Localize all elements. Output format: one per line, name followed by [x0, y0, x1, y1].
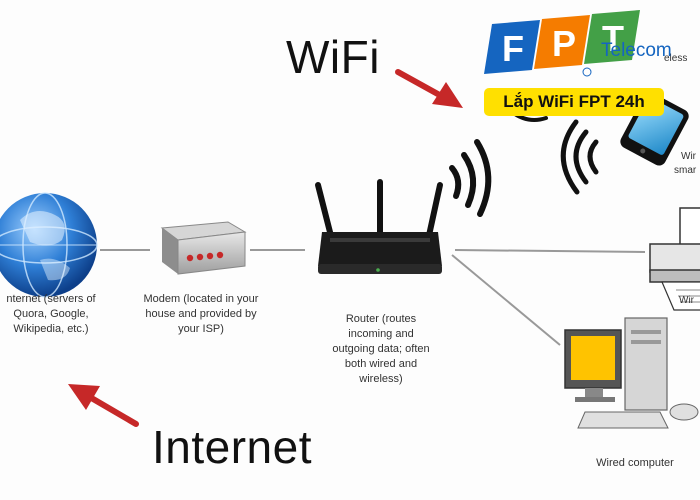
router-caption: Router (routes incoming and outgoing dat… — [332, 313, 430, 385]
telecom-label: Telecom — [601, 40, 672, 61]
printer-caption-partial: Wir — [679, 295, 694, 306]
logo-letter-p: P — [552, 23, 576, 64]
router-wifi-signal-icon — [449, 139, 492, 217]
wifi-arrow-icon — [395, 69, 463, 108]
wireless-caption-partial: eless — [664, 53, 688, 64]
wired-computer-caption: Wired computer — [596, 457, 674, 469]
printer-icon — [649, 207, 700, 311]
wired-computer-icon — [564, 317, 699, 429]
smartphone-caption-line1: Wir — [681, 151, 696, 162]
router-icon — [315, 179, 443, 274]
connector-lines — [100, 249, 646, 346]
internet-globe-icon — [0, 192, 98, 298]
modem-icon — [160, 221, 247, 275]
modem-caption: Modem (located in your house and provide… — [143, 293, 259, 335]
logo-letter-f: F — [502, 28, 524, 69]
smartphone-caption-line2: smar — [674, 165, 697, 176]
logo-letter-t: T — [602, 18, 624, 59]
fpt-logo: F P T — [484, 10, 640, 77]
install-wifi-badge: Lắp WiFi FPT 24h — [484, 88, 664, 116]
internet-caption: nternet (servers of Quora, Google, Wikip… — [6, 293, 96, 335]
wifi-heading: WiFi — [286, 31, 380, 83]
internet-arrow-icon — [68, 384, 139, 427]
internet-heading: Internet — [152, 421, 312, 473]
phone-wifi-signal-icon — [560, 119, 599, 195]
